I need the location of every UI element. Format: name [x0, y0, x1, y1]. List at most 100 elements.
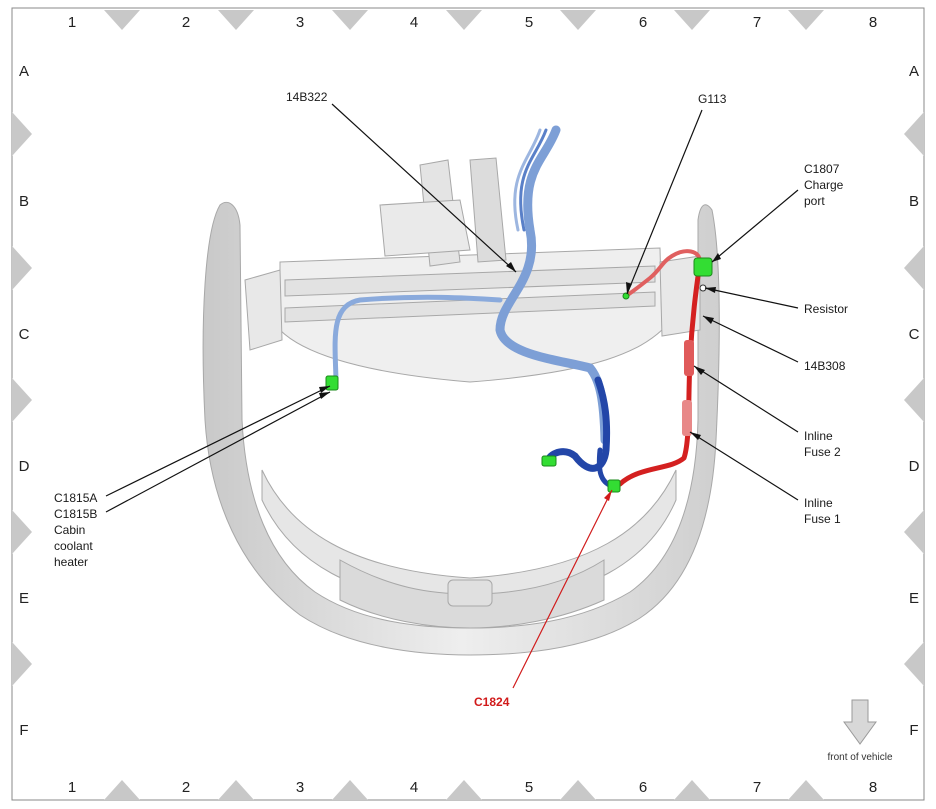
arrowhead-inline-fuse-1 — [690, 432, 701, 440]
grid-row-label: D — [19, 458, 30, 475]
leader-inline-fuse-1 — [689, 431, 799, 501]
arrowhead-c1815b — [319, 392, 330, 399]
arrowhead-g113 — [626, 282, 632, 294]
grid-col-label: 3 — [296, 779, 304, 796]
grid-row-label: F — [19, 722, 28, 739]
label-inline-fuse-2-line1: Inline — [804, 429, 833, 443]
harness-14b322 — [332, 125, 610, 445]
label-inline-fuse-1-line2: Fuse 1 — [804, 512, 841, 526]
arrowhead-c1824 — [604, 490, 612, 501]
grid-col-label: 8 — [869, 14, 877, 31]
label-c1807-line2: Charge — [804, 178, 844, 192]
grid-col-label: 6 — [639, 14, 647, 31]
down-arrow-icon — [843, 699, 877, 745]
connector-c1824 — [607, 479, 621, 493]
grid-col-label: 5 — [525, 14, 533, 31]
harness-14b322-strand-3 — [513, 128, 542, 232]
grid-col-label: 8 — [869, 779, 877, 796]
grid-row-label: D — [909, 458, 920, 475]
grid-col-label: 2 — [182, 779, 190, 796]
grid-column-markers — [104, 10, 824, 800]
harness-14b322-main — [495, 125, 610, 445]
leader-inline-fuse-2 — [693, 365, 799, 433]
callout-leaders — [105, 103, 799, 689]
grid-col-label: 5 — [525, 779, 533, 796]
center-support-post-2 — [469, 157, 507, 263]
grid-col-label: 3 — [296, 14, 304, 31]
leader-c1815b — [105, 391, 331, 513]
grid-column-labels-top: 1 2 3 4 5 6 7 8 — [68, 14, 877, 31]
cross-bar-lower — [284, 291, 656, 323]
grid-row-label: F — [909, 722, 918, 739]
leader-14b322 — [331, 103, 517, 273]
label-c1807-line3: port — [804, 194, 825, 208]
grid-row-label: A — [909, 63, 919, 80]
grid-row-label: A — [19, 63, 29, 80]
right-bracket — [659, 255, 701, 337]
arrowhead-14b322 — [506, 262, 516, 272]
connector-g113 — [622, 292, 630, 300]
grid-col-label: 1 — [68, 779, 76, 796]
leader-14b308 — [702, 315, 799, 363]
grid-row-label: C — [909, 326, 920, 343]
left-bracket — [244, 269, 283, 351]
grid-col-label: 7 — [753, 779, 761, 796]
front-of-vehicle-label: front of vehicle — [827, 752, 892, 763]
arrowhead-c1815a — [319, 386, 330, 393]
harness-14b308 — [617, 249, 703, 487]
arrowhead-inline-fuse-2 — [694, 366, 705, 375]
grid-col-label: 1 — [68, 14, 76, 31]
label-c1815b: C1815B — [54, 507, 97, 521]
inline-fuse-1-holder — [682, 400, 692, 436]
diagram-border — [11, 7, 925, 801]
grid-col-label: 2 — [182, 14, 190, 31]
arrowhead-c1807 — [712, 253, 721, 262]
bumper-shell — [202, 201, 720, 656]
label-c1807-line1: C1807 — [804, 162, 840, 176]
label-c1815-desc-line1: Cabin — [54, 523, 85, 537]
harness-14b322-strand-2 — [519, 128, 548, 232]
tow-hook-cover — [447, 579, 493, 607]
label-c1824: C1824 — [474, 695, 510, 709]
grid-row-labels-right: A B C D E F — [909, 63, 920, 739]
support-bracket — [379, 199, 471, 257]
label-c1815-desc-line2: coolant — [54, 539, 93, 553]
grid-row-labels-left: A B C D E F — [19, 63, 30, 739]
leader-c1824 — [512, 489, 613, 689]
grid-col-label: 4 — [410, 14, 418, 31]
grid-col-label: 6 — [639, 779, 647, 796]
callout-arrowheads — [319, 253, 721, 501]
grid-row-label: E — [19, 590, 29, 607]
grid-row-label: B — [19, 193, 29, 210]
harness-branch-left — [332, 294, 503, 383]
grid-col-label: 7 — [753, 14, 761, 31]
label-14b308: 14B308 — [804, 359, 846, 373]
grid-col-label: 4 — [410, 779, 418, 796]
connectors — [325, 257, 713, 493]
inline-fuse-2-holder — [684, 340, 694, 376]
connector-dark-end — [541, 455, 557, 467]
leader-c1815a — [105, 385, 331, 497]
grid-column-labels-bottom: 1 2 3 4 5 6 7 8 — [68, 779, 877, 796]
arrowhead-14b308 — [703, 316, 714, 324]
harness-14b308-upper — [624, 249, 702, 298]
label-c1815-desc-line3: heater — [54, 555, 88, 569]
vehicle-front-structure — [202, 157, 720, 656]
connector-c1807 — [693, 257, 713, 277]
front-of-vehicle-legend: front of vehicle — [827, 699, 893, 763]
label-inline-fuse-2-line2: Fuse 2 — [804, 445, 841, 459]
label-resistor: Resistor — [804, 302, 848, 316]
grid-row-label: E — [909, 590, 919, 607]
connector-c1815 — [325, 375, 339, 391]
leader-resistor — [704, 287, 799, 309]
arrowhead-resistor — [705, 287, 716, 293]
grid-row-label: B — [909, 193, 919, 210]
grid-row-markers — [12, 112, 924, 686]
label-14b322: 14B322 — [286, 90, 328, 104]
leader-g113 — [626, 109, 703, 295]
grid-row-label: C — [19, 326, 30, 343]
leader-c1807 — [711, 189, 799, 263]
label-inline-fuse-1-line1: Inline — [804, 496, 833, 510]
label-g113: G113 — [698, 92, 727, 106]
